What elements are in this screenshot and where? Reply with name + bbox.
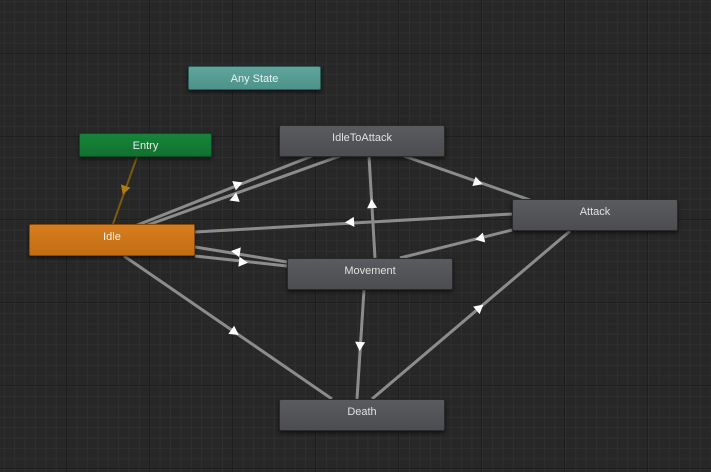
transition-idle-to-movement-arrow-icon (238, 256, 248, 267)
state-movement[interactable]: Movement (287, 258, 453, 290)
transition-idle-to-idletoattack[interactable] (134, 154, 313, 228)
state-label: Movement (344, 265, 396, 277)
state-label: Any State (230, 73, 279, 85)
state-idle[interactable]: Idle (29, 224, 195, 256)
state-label: Attack (579, 206, 611, 218)
state-label: Idle (103, 231, 121, 243)
transition-death-to-attack-arrow-icon (473, 304, 484, 315)
state-attack[interactable]: Attack (512, 199, 678, 231)
transition-idletoattack-to-attack[interactable] (403, 154, 531, 202)
transition-movement-to-idletoattack-arrow-icon (367, 199, 378, 209)
state-label: IdleToAttack (332, 132, 392, 144)
transition-attack-to-movement-arrow-icon (475, 232, 486, 243)
state-label: Death (347, 406, 377, 418)
state-entry[interactable]: Entry (79, 133, 212, 157)
transition-attack-to-idle-arrow-icon (345, 216, 355, 227)
state-label: Entry (132, 140, 159, 152)
transition-idletoattack-to-idle-arrow-icon (229, 192, 240, 202)
state-any-state[interactable]: Any State (188, 66, 321, 90)
transition-attack-to-movement[interactable] (399, 228, 513, 260)
transition-movement-to-idle[interactable] (194, 245, 288, 264)
transition-idle-to-idletoattack-arrow-icon (232, 181, 243, 191)
state-death[interactable]: Death (279, 399, 445, 431)
transition-idle-to-death[interactable] (123, 254, 333, 401)
transition-movement-to-death-arrow-icon (355, 341, 366, 351)
transition-entry-to-idle-arrow-icon (120, 184, 131, 195)
transition-movement-to-idle-arrow-icon (231, 247, 241, 258)
state-idle-to-attack[interactable]: IdleToAttack (279, 125, 445, 157)
transition-idle-to-death-arrow-icon (228, 325, 239, 335)
transition-idletoattack-to-attack-arrow-icon (472, 176, 483, 187)
transition-death-to-attack[interactable] (371, 229, 571, 401)
transition-idletoattack-to-idle[interactable] (144, 154, 341, 228)
